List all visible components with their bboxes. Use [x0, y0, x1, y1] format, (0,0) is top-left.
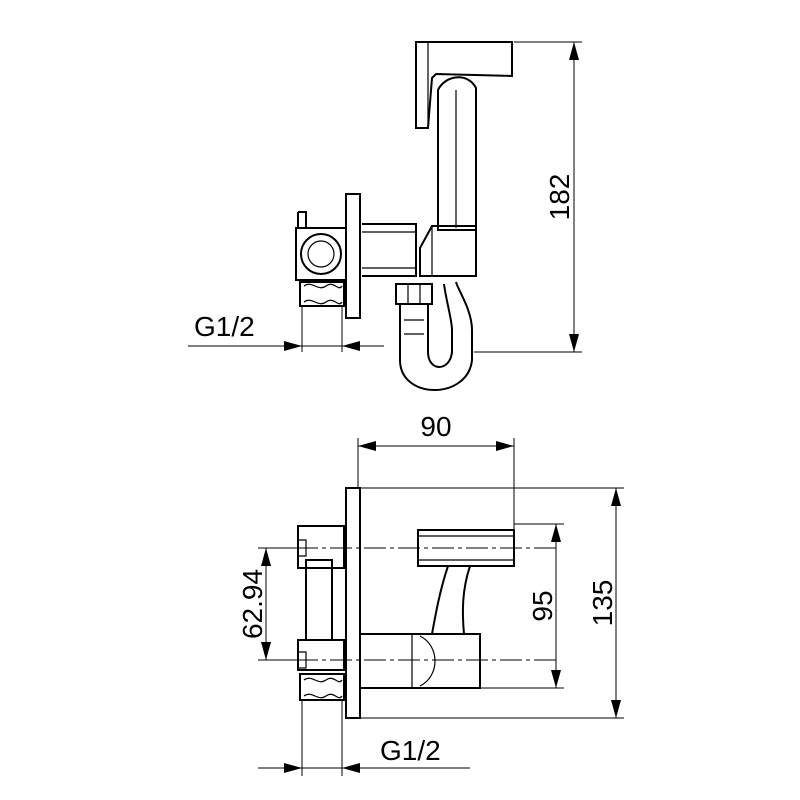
valve-lever [297, 211, 307, 228]
dim-g12-side: G1/2 [194, 311, 255, 342]
dim-90: 90 [420, 411, 451, 442]
body-pipe [362, 223, 417, 277]
top-neck [431, 565, 471, 635]
top-body [359, 633, 481, 689]
dim-95: 95 [527, 590, 558, 621]
valve-knob-ring [300, 233, 342, 275]
wall-plate [345, 487, 361, 719]
valve-knob-outer [295, 227, 347, 281]
side-threaded-connector [299, 281, 345, 307]
wall-flange [345, 193, 361, 319]
handset-neck [437, 76, 477, 231]
valve-column [305, 559, 333, 641]
holder-block [419, 225, 477, 277]
valve-cap-top [297, 525, 345, 569]
dim-182: 182 [544, 174, 575, 221]
side-view: 182 G1/2 [188, 41, 582, 391]
top-view: 90 95 135 62.94 G1/2 [237, 411, 624, 776]
dim-62-94: 62.94 [237, 569, 268, 639]
top-threaded-connector [299, 673, 345, 701]
dim-g12-top: G1/2 [380, 735, 441, 766]
hose-loop [399, 281, 473, 391]
dim-135: 135 [587, 580, 618, 627]
hose-nut [395, 283, 433, 305]
handset-head [415, 41, 513, 129]
valve-cap-bottom [297, 639, 345, 671]
